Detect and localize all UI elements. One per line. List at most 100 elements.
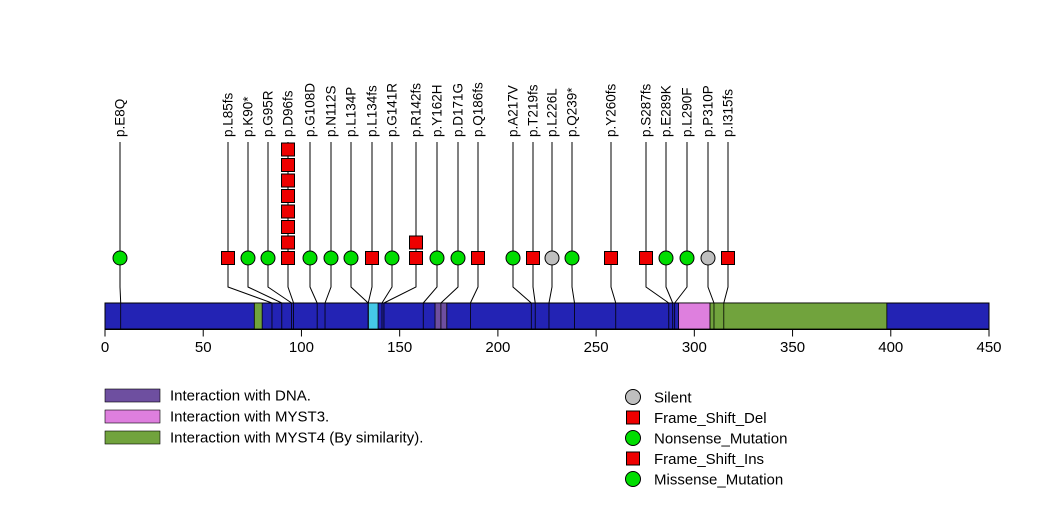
- mutation-label: p.R142fs: [409, 83, 424, 137]
- mutation-marker: [450, 250, 466, 266]
- mutation-marker: [260, 250, 276, 266]
- mutation-label: p.L226L: [545, 88, 560, 137]
- mutation-marker: [343, 250, 359, 266]
- position-connector: [287, 258, 295, 304]
- domain-legend-swatch: [104, 388, 161, 403]
- mutation-marker: [281, 189, 295, 203]
- mutation-label: p.Y260fs: [604, 83, 619, 137]
- mutation-label: p.K90*: [241, 96, 256, 137]
- mutation-label: p.G95R: [261, 90, 276, 137]
- position-connector: [512, 258, 532, 304]
- x-axis-tick-label: 100: [289, 339, 314, 356]
- mutation-marker: [505, 250, 521, 266]
- mutation-marker: [429, 250, 445, 266]
- mutation-marker: [721, 251, 735, 265]
- position-connector: [227, 258, 273, 304]
- mutation-marker: [240, 250, 256, 266]
- position-connector: [119, 258, 122, 304]
- x-axis-tick-label: 400: [878, 339, 903, 356]
- mutation-label: p.L85fs: [221, 92, 236, 137]
- position-connector: [309, 258, 318, 304]
- x-axis-tick-label: 50: [195, 339, 212, 356]
- position-connector: [571, 258, 575, 304]
- x-axis-tick-label: 0: [101, 339, 109, 356]
- mutation-marker: [409, 235, 423, 250]
- position-connector: [610, 258, 617, 304]
- domain-legend-label: Interaction with MYST3.: [170, 409, 329, 426]
- position-connector: [645, 258, 670, 304]
- x-axis-tick-label: 300: [682, 339, 707, 356]
- mutation-label: p.D171G: [451, 83, 466, 137]
- mutation-label: p.E289K: [659, 85, 674, 137]
- mutation-label: p.A217V: [506, 85, 521, 137]
- mutation-marker: [281, 158, 295, 172]
- position-connector: [383, 258, 417, 304]
- mutation-type-legend-label: Frame_Shift_Del: [654, 410, 767, 427]
- position-connector: [723, 258, 729, 304]
- mutation-marker: [471, 251, 485, 265]
- mutation-marker: [700, 250, 716, 266]
- position-connector: [548, 258, 553, 304]
- mutation-label: p.P310P: [701, 85, 716, 137]
- domain-legend-swatch: [104, 409, 161, 424]
- position-connector: [381, 258, 393, 304]
- mutation-type-legend-label: Nonsense_Mutation: [654, 431, 787, 448]
- position-connector: [350, 258, 369, 304]
- x-axis-tick-label: 450: [976, 339, 1001, 356]
- mutation-type-legend-label: Missense_Mutation: [654, 472, 783, 489]
- mutation-marker: [526, 251, 540, 265]
- protein-domain: [367, 302, 379, 330]
- position-connector: [267, 258, 292, 304]
- position-connector: [532, 258, 536, 304]
- protein-domain: [253, 302, 263, 330]
- position-connector: [665, 258, 674, 304]
- mutation-label: p.Q186fs: [471, 82, 486, 137]
- protein-domain: [709, 302, 888, 330]
- domain-legend-label: Interaction with MYST4 (By similarity).: [170, 430, 423, 447]
- mutation-label: p.L134fs: [365, 85, 380, 137]
- mutation-marker: [323, 250, 339, 266]
- position-connector: [422, 258, 438, 304]
- protein-domain: [678, 302, 711, 330]
- mutation-label: p.L290F: [680, 87, 695, 137]
- mutation-marker: [281, 142, 295, 157]
- mutation-type-legend-marker: [625, 471, 641, 487]
- mutation-type-legend-marker: [625, 389, 641, 405]
- mutation-type-legend-marker: [625, 430, 641, 446]
- mutation-marker: [604, 251, 618, 265]
- position-connector: [674, 258, 688, 304]
- mutation-label: p.N112S: [324, 85, 339, 137]
- mutation-label: p.L134P: [344, 87, 359, 137]
- position-connector: [367, 258, 373, 304]
- position-connector: [247, 258, 283, 304]
- domain-legend-swatch: [104, 430, 161, 445]
- x-axis-tick-label: 250: [584, 339, 609, 356]
- mutation-type-legend-marker: [626, 451, 640, 466]
- mutation-type-legend-marker: [626, 410, 640, 425]
- mutation-marker: [281, 235, 295, 250]
- mutation-label: p.D96fs: [281, 90, 296, 137]
- x-axis-tick-label: 150: [387, 339, 412, 356]
- mutation-marker: [384, 250, 400, 266]
- position-connector: [440, 258, 459, 304]
- mutation-label: p.G141R: [385, 83, 400, 137]
- mutation-label: p.Q239*: [565, 87, 580, 137]
- x-axis-tick-label: 200: [485, 339, 510, 356]
- domain-legend-label: Interaction with DNA.: [170, 388, 311, 405]
- position-connector: [469, 258, 479, 304]
- mutation-marker: [221, 251, 235, 265]
- mutation-label: p.Y162H: [430, 84, 445, 137]
- mutation-marker: [112, 250, 128, 266]
- mutation-marker: [365, 251, 379, 265]
- mutation-label: p.S287fs: [639, 83, 654, 137]
- mutation-marker: [281, 173, 295, 188]
- mutation-marker: [302, 250, 318, 266]
- mutation-marker: [281, 251, 295, 265]
- position-connector: [707, 258, 715, 304]
- mutation-label: p.E8Q: [113, 99, 128, 137]
- mutation-marker: [409, 251, 423, 265]
- mutation-type-legend-label: Silent: [654, 390, 692, 407]
- mutation-label: p.T219fs: [526, 84, 541, 137]
